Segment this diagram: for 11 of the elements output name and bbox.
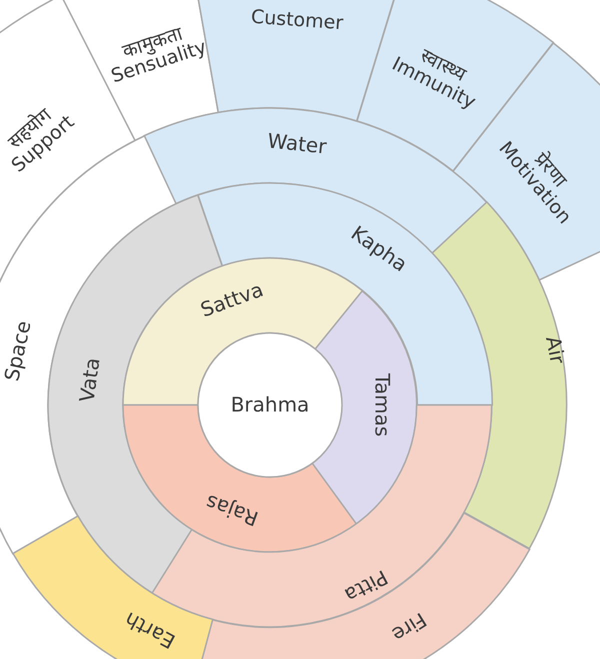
segment-label: Space [1,319,34,384]
segment-label: Water [266,130,328,158]
segment-label: Fire [388,608,430,646]
segment-label: Air [542,334,568,366]
segment-label: Sattva [198,278,266,321]
segment-label: Vata [76,356,104,404]
segment-label: Rajas [202,491,261,530]
segment-label: Pitta [341,566,392,606]
segment-label: Brahma [230,394,310,416]
segment-label: Tamas [371,373,392,437]
segment-label: Customer [250,8,344,34]
